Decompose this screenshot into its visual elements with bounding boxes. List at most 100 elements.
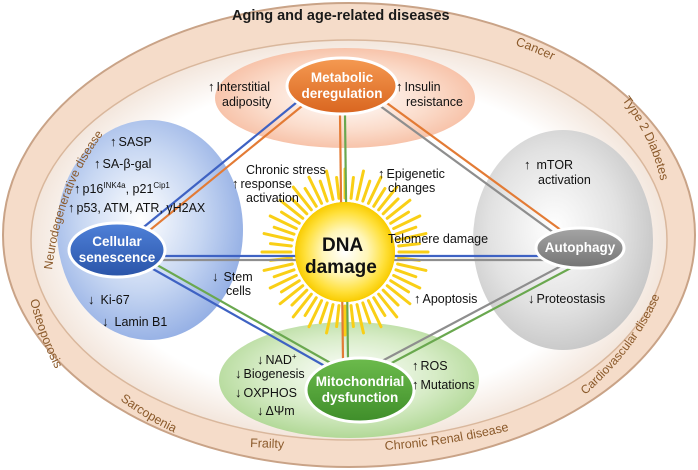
nad-sup: + bbox=[291, 352, 297, 361]
nad-text: NAD bbox=[265, 353, 292, 368]
sun-ray bbox=[279, 210, 301, 225]
metabolic-node-line2: deregulation bbox=[301, 86, 383, 101]
down-arrow-icon: ↓ bbox=[257, 352, 264, 368]
down-arrow-icon: ↓ bbox=[88, 292, 95, 307]
sun-ray bbox=[349, 175, 355, 200]
sun-ray bbox=[291, 185, 313, 212]
sun-ray bbox=[325, 303, 335, 335]
sun-ray bbox=[303, 296, 318, 318]
dna-damage-core bbox=[295, 202, 395, 302]
p53-label: ↑p53, ATM, ATR, γH2AX bbox=[68, 200, 206, 216]
biogenesis-label: ↓Biogenesis bbox=[235, 367, 305, 382]
metabolic-node: Metabolic deregulation bbox=[292, 70, 392, 102]
mtor-label: ↑mTOR bbox=[524, 157, 573, 173]
sun-ray bbox=[290, 288, 309, 307]
ki67-label: ↓ Ki-67 bbox=[88, 292, 130, 308]
p16-label: ↑p16INK4a, p21Cip1 bbox=[74, 179, 170, 196]
nad-label: ↓NAD+ bbox=[257, 350, 297, 367]
up-arrow-icon: ↑ bbox=[232, 176, 239, 191]
sun-ray bbox=[381, 197, 400, 216]
sun-ray bbox=[396, 232, 428, 242]
stem-text: Stem bbox=[223, 270, 253, 284]
sun-ray bbox=[396, 262, 428, 272]
sun-ray bbox=[397, 242, 422, 248]
sun-ray bbox=[291, 292, 313, 319]
insulin-label: ↑Insulin bbox=[396, 79, 441, 95]
interstitial-label: ↑Interstitial bbox=[208, 80, 270, 95]
chronic-stress-line3: activation bbox=[246, 191, 299, 205]
sun-ray bbox=[262, 262, 294, 272]
mutations-label: ↑Mutations bbox=[412, 378, 475, 393]
stem-cells-line1: ↓ Stem bbox=[212, 269, 253, 285]
proteostasis-label: ↓Proteostasis bbox=[528, 291, 605, 307]
sagal-text: SA-β-gal bbox=[102, 157, 152, 171]
sun-ray bbox=[355, 169, 365, 201]
sun-ray bbox=[389, 210, 411, 225]
down-arrow-icon: ↓ bbox=[212, 269, 219, 284]
sun-ray bbox=[325, 169, 335, 201]
sun-ray bbox=[268, 273, 298, 290]
sun-ray bbox=[394, 225, 418, 236]
sun-ray bbox=[366, 299, 383, 329]
p21-sup: Cip1 bbox=[153, 181, 170, 190]
up-arrow-icon: ↑ bbox=[412, 358, 419, 373]
oxphos-label: ↓OXPHOS bbox=[235, 385, 297, 401]
stem-cells-line2: cells bbox=[226, 284, 252, 298]
mtor-activation: activation bbox=[538, 173, 591, 187]
laminb1-text: Lamin B1 bbox=[114, 315, 168, 329]
sun-ray bbox=[307, 175, 324, 205]
mutations-text: Mutations bbox=[420, 378, 475, 392]
p16-text: p16 bbox=[82, 182, 104, 197]
apoptosis-text: Apoptosis bbox=[422, 292, 478, 306]
sun-ray bbox=[303, 186, 318, 208]
mito-node-line2: dysfunction bbox=[321, 390, 399, 405]
sun-ray bbox=[335, 304, 341, 329]
sun-ray bbox=[377, 185, 399, 212]
sun-ray bbox=[389, 279, 411, 294]
sun-ray bbox=[372, 186, 387, 208]
mito-node: Mitochondrial dysfunction bbox=[304, 374, 416, 406]
up-arrow-icon: ↑ bbox=[524, 157, 531, 172]
sun-ray bbox=[307, 299, 324, 329]
senescence-node-line2: senescence bbox=[78, 250, 156, 265]
sun-ray bbox=[385, 198, 412, 220]
adiposity-label: adiposity bbox=[222, 95, 272, 109]
dpsi-text: ΔΨm bbox=[265, 404, 295, 418]
down-arrow-icon: ↓ bbox=[102, 314, 109, 329]
mito-node-shape bbox=[304, 356, 416, 424]
sun-ray bbox=[355, 303, 365, 335]
mito-node-line1: Mitochondrial bbox=[315, 374, 405, 389]
sasp-label: ↑SASP bbox=[110, 135, 152, 150]
p53-text: p53, ATM, ATR, γH2AX bbox=[76, 201, 206, 215]
sun-ray bbox=[361, 179, 372, 203]
ki67-text: Ki-67 bbox=[100, 293, 130, 307]
insulin-line1: Insulin bbox=[404, 80, 441, 94]
down-arrow-icon: ↓ bbox=[528, 291, 535, 306]
autophagy-node-shape bbox=[534, 226, 626, 270]
laminb1-label: ↓ Lamin B1 bbox=[102, 314, 168, 330]
up-arrow-icon: ↑ bbox=[396, 79, 403, 94]
sun-ray bbox=[335, 175, 341, 200]
sun-ray bbox=[377, 292, 399, 319]
sun-ray bbox=[381, 288, 400, 307]
telomere-label: Telomere damage bbox=[388, 232, 489, 246]
down-arrow-icon: ↓ bbox=[257, 403, 264, 418]
apoptosis-label: ↑Apoptosis bbox=[414, 292, 478, 307]
sasp-text: SASP bbox=[118, 135, 152, 149]
sun-ray bbox=[272, 225, 296, 236]
up-arrow-icon: ↑ bbox=[68, 200, 75, 215]
chronic-stress-line2: ↑response bbox=[232, 176, 292, 192]
center-line-2: damage bbox=[305, 257, 377, 278]
chronic-stress-line1: Chronic stress bbox=[246, 163, 326, 177]
p16-sup: INK4a bbox=[103, 181, 126, 190]
epigenetic-line1: ↑Epigenetic bbox=[378, 167, 445, 182]
senescence-node-line1: Cellular bbox=[92, 234, 142, 249]
sagal-label: ↑SA-β-gal bbox=[94, 156, 152, 172]
down-arrow-icon: ↓ bbox=[235, 385, 242, 400]
autophagy-node: Autophagy bbox=[544, 240, 616, 255]
dpsi-label: ↓ΔΨm bbox=[257, 403, 295, 419]
up-arrow-icon: ↑ bbox=[94, 156, 101, 171]
sun-ray bbox=[278, 284, 305, 306]
